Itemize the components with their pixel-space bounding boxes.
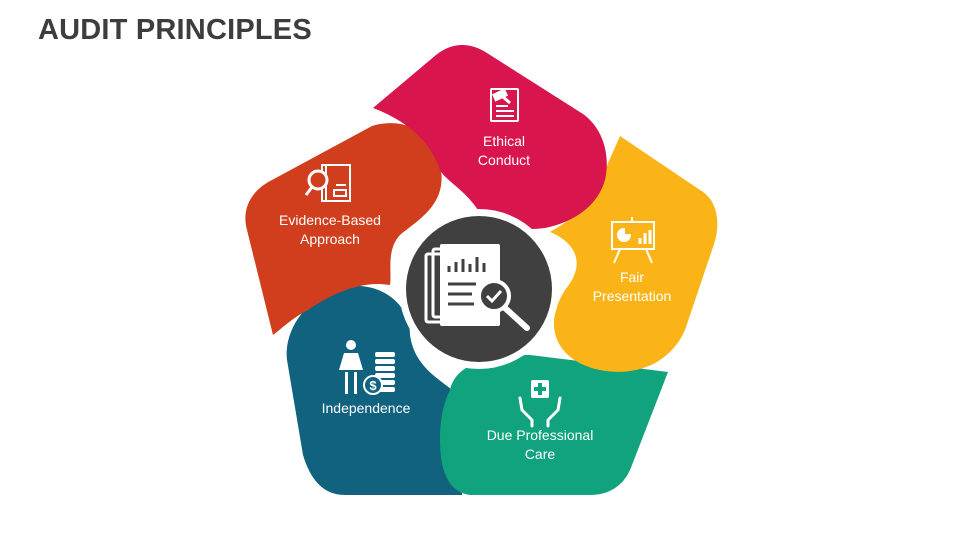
petal-ethical-conduct [373,44,607,230]
label-evidence-line-1: Evidence-Based [279,212,381,228]
label-due-line-1: Due Professional [487,427,594,443]
magnifier-document-icon [304,164,351,202]
label-fair-line-1: Fair [620,269,644,285]
label-ethical-line-2: Conduct [478,152,530,168]
label-fair-line-2: Presentation [593,288,672,304]
label-ethical-line-1: Ethical [483,133,525,149]
page-title: AUDIT PRINCIPLES [38,14,312,46]
audit-report-magnifier-icon [424,244,530,331]
label-due-line-2: Care [525,446,556,462]
label-evidence-line-2: Approach [300,231,360,247]
petal-evidence-based-approach [245,123,442,335]
petal-due-professional-care [440,355,668,495]
svg-text:$: $ [369,378,377,393]
presentation-board-icon [611,217,655,264]
person-coins-icon: $ [339,340,395,395]
hands-medical-cross-icon [518,380,562,428]
label-independence: Independence [322,400,411,416]
gavel-document-icon [490,88,519,122]
petal-fair-presentation [550,136,718,372]
